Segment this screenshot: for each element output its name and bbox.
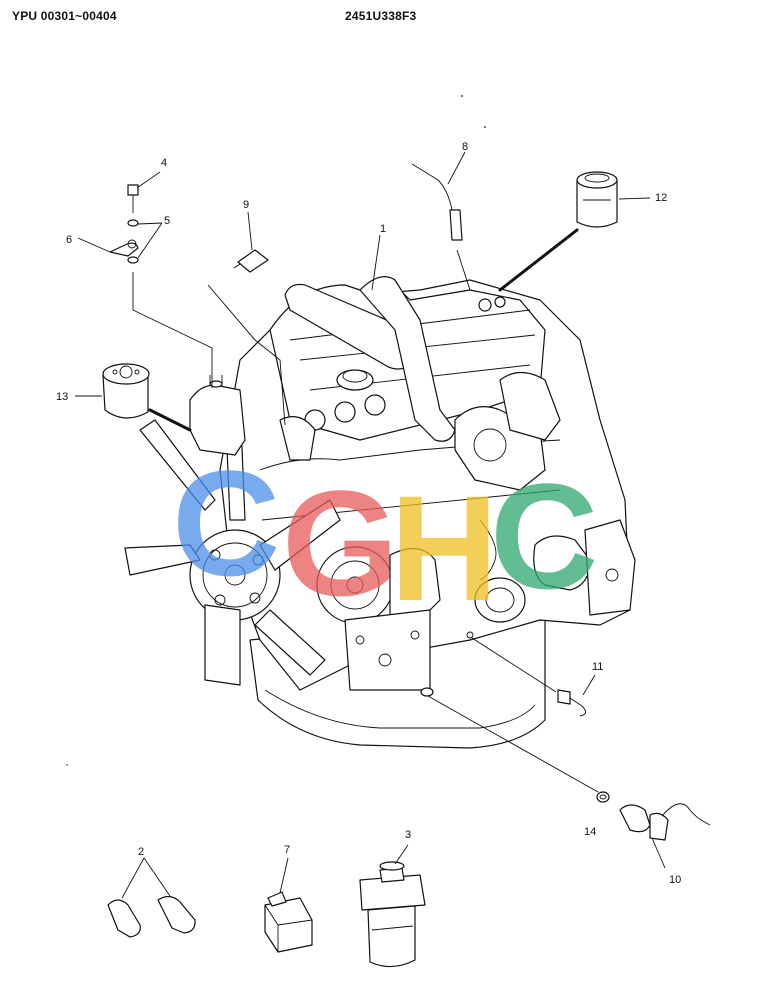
- part-12-fuel-filter: [498, 171, 618, 292]
- part-10-connector-cap: [619, 803, 711, 841]
- watermark-letter-h: H: [390, 464, 498, 632]
- part-9-leader: [247, 211, 253, 251]
- watermark-logo: C G H C: [172, 439, 598, 632]
- part-5-leader-b: [137, 222, 163, 259]
- diagram-code-range: YPU 00301~00404: [12, 9, 117, 23]
- watermark-letter-g: G: [282, 459, 399, 627]
- part-8-sensor-with-lead: [411, 163, 471, 291]
- part-11-oil-pressure-switch: [471, 637, 586, 717]
- part-13-oil-filter: [102, 363, 192, 432]
- callout-2: 2: [138, 846, 144, 858]
- watermark-letter-c2: C: [490, 452, 598, 620]
- callout-3: 3: [405, 829, 411, 841]
- part-1-leader: [371, 234, 381, 291]
- part-2-boots: [107, 857, 196, 938]
- part-9-temperature-sender: [207, 249, 286, 426]
- callout-14: 14: [584, 826, 596, 838]
- engine-assembly: [124, 276, 636, 749]
- part-6-leader: [77, 237, 111, 253]
- part-14-o-ring: [427, 695, 610, 803]
- callout-11: 11: [592, 661, 603, 673]
- part-10-leader: [651, 837, 666, 869]
- callout-1: 1: [380, 223, 386, 235]
- part-7-relay: [264, 857, 313, 953]
- part-3-fuel-strainer: [359, 844, 426, 968]
- callout-8: 8: [462, 141, 468, 153]
- callout-7: 7: [284, 844, 290, 856]
- part-12-leader: [618, 197, 651, 200]
- part-8-leader: [447, 151, 466, 185]
- callout-6: 6: [66, 234, 72, 246]
- part-5-leader-a: [137, 222, 163, 225]
- callout-12: 12: [655, 192, 667, 204]
- callout-4: 4: [161, 157, 167, 169]
- callout-9: 9: [243, 199, 249, 211]
- callout-labels: 1 2 3 4 5 6 7 8 9 10 11 12 13 14: [56, 141, 681, 886]
- part-4-leader: [136, 171, 161, 189]
- watermark-letter-c1: C: [172, 439, 280, 607]
- callout-13: 13: [56, 391, 68, 403]
- callout-5: 5: [164, 215, 170, 227]
- parts-4-5-6-banjo-fittings: [109, 184, 213, 388]
- diagram-part-number: 2451U338F3: [345, 9, 417, 23]
- part-11-leader: [582, 674, 596, 696]
- callout-10: 10: [669, 874, 681, 886]
